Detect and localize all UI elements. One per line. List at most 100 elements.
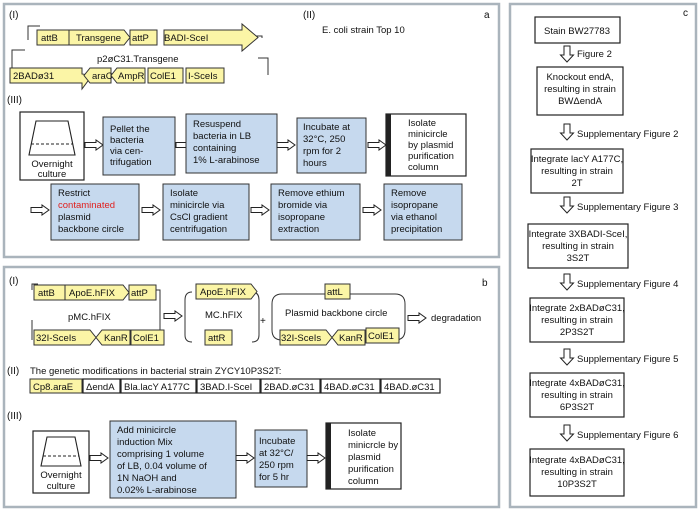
c-box-6-l2: resulting in strain (541, 390, 613, 401)
step-resuspend-l4: 1% L-arabinose (193, 155, 260, 166)
plasmid-bottom-row: 2BADø31 araC AmpR ColE1 I-SceIs (9, 67, 225, 91)
step-resuspend-l1: Resuspend (193, 119, 241, 130)
step-mix-l6: 0.02% L-arabinose (117, 485, 197, 496)
step-isolate-b-l3: plasmid (348, 452, 381, 463)
c-box-7-l1: Integrate 4xBADøC31, (529, 455, 625, 466)
step-pellet-l4: trifugation (110, 157, 152, 168)
step-pellet-l3: via cen- (110, 146, 143, 157)
step-restrict-l1: Restrict (58, 188, 91, 199)
2badphi31-element (9, 67, 93, 91)
c-box-4 (527, 223, 629, 269)
step-isolate-b-l5: column (348, 476, 379, 487)
c-box-7-l3: 10P3S2T (557, 479, 597, 490)
c-arrow-label-1: Figure 2 (577, 49, 612, 60)
step-restrict-red: contaminated (58, 200, 115, 211)
step-remove-ethium: Remove ethium bromide via isopropane ext… (270, 183, 361, 241)
flask-icon (28, 120, 76, 156)
step-cscl-l4: centrifugation (170, 224, 227, 235)
step-isolate-column-a: Isolate minicircle by plasmid purificati… (385, 113, 467, 177)
panel-b-label-iii: (III) (7, 411, 22, 422)
backbone-name: Plasmid backbone circle (285, 308, 387, 319)
step-ethium-l2: bromide via (278, 200, 328, 211)
arac-label: araC (92, 71, 113, 82)
step-isolate-a-l1: Isolate (408, 118, 436, 129)
genetic-mod-5: 2BAD.øC31 (264, 382, 315, 393)
backbone-cole1-label: ColE1 (368, 331, 394, 342)
c-box-3-l3: 2T (571, 178, 582, 189)
pmc-hfix-map: attB ApoE.hFIX attP pMC.hFIX 32I-SceIs K… (31, 283, 165, 346)
mc-hfix-map: ApoE.hFIX MC.hFIX attR (184, 283, 260, 346)
step-isolate-b-l2: minicrcle by (348, 440, 398, 451)
step-incubate-a: Incubate at 32°C, 250 rpm for 2 hours (296, 117, 367, 174)
attb-label: attB (41, 33, 58, 44)
backbone-kanr-label: KanR (339, 333, 363, 344)
c-box-4-l1: Integrate 3XBADI-SceI, (529, 229, 628, 240)
step-isolate-a-l4: purification (408, 151, 454, 162)
step-isolate-column-b: Isolate minicrcle by plasmid purificatio… (325, 422, 402, 490)
panel-b-label-ii: (II) (7, 366, 19, 377)
badi-scei-element (163, 22, 259, 53)
step-isopropane-l4: precipitation (391, 224, 442, 235)
plus-sign: + (260, 316, 266, 327)
ampr-element (110, 67, 146, 84)
genetic-mod-1: Cp8.araE (33, 382, 73, 393)
c-box-7 (529, 448, 625, 497)
pmc-kanr-label: KanR (104, 333, 128, 344)
c-box-5-l2: resulting in strain (541, 315, 613, 326)
step-incubate-b-l2: at 32°C/ (259, 448, 294, 459)
ampr-label: AmpR (118, 71, 145, 82)
c-arrow-label-4: Supplementary Figure 4 (577, 279, 678, 290)
overnight-culture-b: Overnight culture (32, 430, 90, 494)
attp-label: attP (132, 33, 149, 44)
c-arrow-label-2: Supplementary Figure 2 (577, 129, 678, 140)
c-box-2-l3: BWΔendA (558, 96, 602, 107)
c-box-5-l3: 2P3S2T (560, 327, 595, 338)
plasmid-name: p2øC31.Transgene (97, 54, 179, 65)
genetic-mod-2: ΔendA (86, 382, 115, 393)
step-mix-l4: of LB, 0.04 volume of (117, 461, 207, 472)
backbone-circle-map: attL Plasmid backbone circle 32I-SceIs K… (271, 283, 406, 346)
cole1-element (147, 67, 184, 84)
step-isolate-b-l4: purification (348, 464, 394, 475)
genetic-title: The genetic modifications in bacterial s… (30, 366, 281, 377)
mc-attr-label: attR (208, 333, 226, 344)
genetic-mod-4: 3BAD.I-SceI (200, 382, 252, 393)
c-box-6 (529, 372, 625, 418)
c-box-4-l2: resulting in strain (542, 241, 614, 252)
plasmid-map-a: attB Transgene attP BADI-SceI p2øC31.Tra… (9, 22, 269, 91)
attp-element (129, 29, 158, 46)
step-isolate-a-l3: by plasmid (408, 140, 453, 151)
c-box-2 (536, 66, 624, 116)
c-arrow-label-6: Supplementary Figure 6 (577, 430, 678, 441)
step-incubate-b-l4: for 5 hr (259, 472, 289, 483)
panel-c-letter: c (683, 8, 688, 19)
genetic-mod-6: 4BAD.øC31 (324, 382, 375, 393)
plasmid-top-row: attB Transgene attP BADI-SceI (36, 22, 259, 53)
c-box-5-l1: Integrate 2xBADøC31, (529, 303, 625, 314)
c-box-3 (530, 148, 624, 194)
c-box-6-l3: 6P3S2T (560, 402, 595, 413)
panel-c: c Stain BW27783 Figure 2 Knockout endA, … (508, 2, 698, 509)
step-mix-l2: induction Mix (117, 437, 173, 448)
degradation-label: degradation (431, 313, 481, 324)
c-box-2-l2: resulting in strain (544, 84, 616, 95)
step-isolate-a-l2: minicircle (408, 129, 448, 140)
step-ethium-l4: extraction (278, 224, 319, 235)
step-incubate-a-l2: 32°C, 250 (303, 134, 345, 145)
panel-a-label-iii: (III) (7, 95, 22, 106)
step-restrict-l3: plasmid (58, 212, 91, 223)
c-box-2-l1: Knockout endA, (546, 72, 613, 83)
c-box-7-l2: resulting in strain (541, 467, 613, 478)
step-mix-l3: comprising 1 volume (117, 449, 204, 460)
step-pellet-l1: Pellet the (110, 124, 150, 135)
pmc-apoe-label: ApoE.hFIX (69, 288, 116, 299)
mc-apoe-label: ApoE.hFIX (200, 287, 247, 298)
cole1-label: ColE1 (150, 71, 176, 82)
step-cscl-l3: CsCl gradient (170, 212, 228, 223)
step-isopropane-l1: Remove (391, 188, 426, 199)
step-mix-l1: Add minicircle (117, 425, 176, 436)
strain-label: E. coli strain Top 10 (322, 25, 405, 36)
step-incubate-b-l3: 250 rpm (259, 460, 294, 471)
arac-element (83, 67, 112, 84)
pmc-cole1-label: ColE1 (133, 333, 159, 344)
